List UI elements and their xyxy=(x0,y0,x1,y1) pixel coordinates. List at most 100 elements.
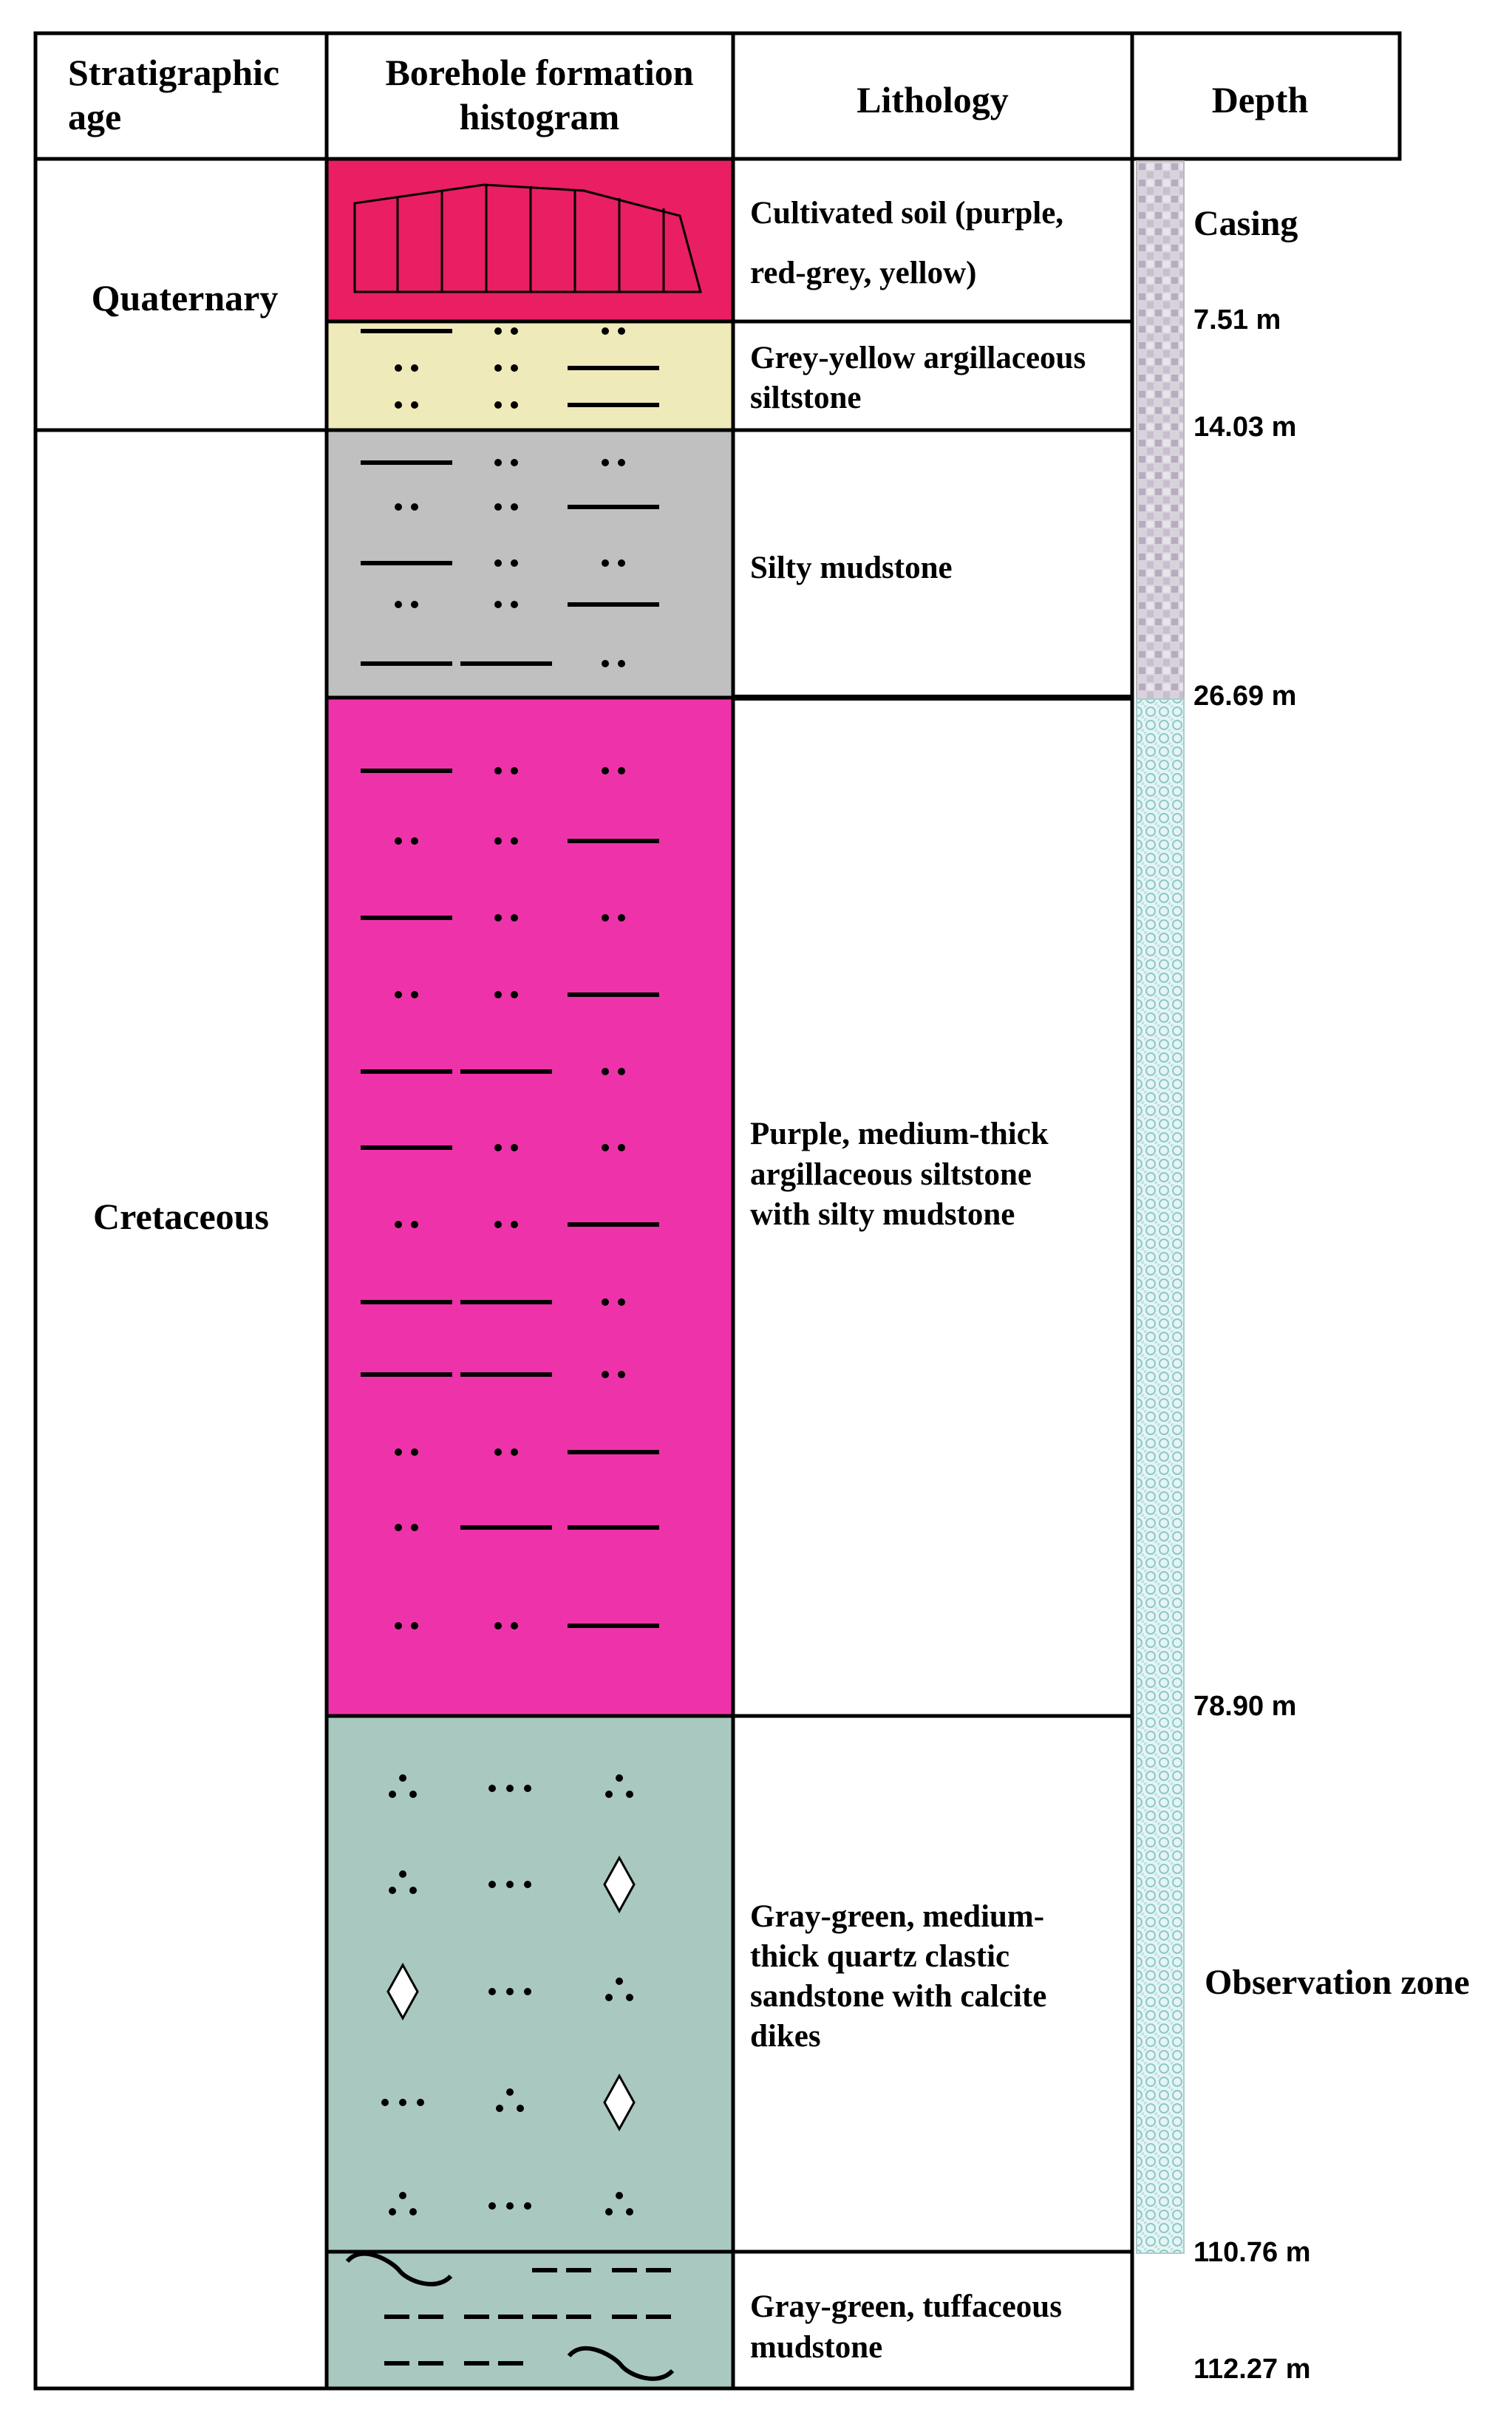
silt-dot-symbol xyxy=(602,914,609,922)
sand-grain-symbol xyxy=(626,1791,633,1798)
lithology-quartz-sandstone-line2: thick quartz clastic xyxy=(750,1939,1009,1974)
header-histogram-line1: Borehole formation xyxy=(385,52,693,93)
sand-grain-symbol xyxy=(488,1988,496,1995)
age-cell-cretaceous xyxy=(33,428,329,2391)
observation-section xyxy=(1136,698,1185,2254)
sand-grain-symbol xyxy=(506,2088,514,2096)
silt-dot-symbol xyxy=(602,1298,609,1306)
lithology-tuffaceous-mudstone-line1: Gray-green, tuffaceous xyxy=(750,2289,1062,2324)
silt-dot-symbol xyxy=(411,364,418,372)
lithology-soil-line2: red-grey, yellow) xyxy=(750,256,977,290)
sand-grain-symbol xyxy=(399,1870,406,1878)
soil-symbol xyxy=(353,183,702,293)
sand-grain-symbol xyxy=(399,1774,406,1782)
silt-dot-symbol xyxy=(494,559,502,567)
depth-label-2: 14.03 m xyxy=(1193,412,1296,443)
depth-label-6: 112.27 m xyxy=(1193,2354,1310,2385)
silt-dot-symbol xyxy=(494,1221,502,1228)
lithology-cell-tuffaceous-mudstone xyxy=(731,2250,1134,2391)
sand-grain-symbol xyxy=(616,1978,623,1985)
silt-dot-symbol xyxy=(618,767,625,774)
silt-dot-symbol xyxy=(618,327,625,335)
silt-dot-symbol xyxy=(494,601,502,608)
silt-dot-symbol xyxy=(395,837,402,845)
sand-grain-symbol xyxy=(605,1791,613,1798)
sand-grain-symbol xyxy=(417,2099,424,2106)
layer-fill-argillaceous-siltstone xyxy=(324,319,735,432)
sand-grain-symbol xyxy=(616,1774,623,1782)
sand-grain-symbol xyxy=(381,2099,389,2106)
sand-grain-symbol xyxy=(626,1994,633,2001)
silt-dot-symbol xyxy=(618,459,625,466)
lithology-quartz-sandstone-line3: sandstone with calcite xyxy=(750,1979,1046,2014)
lithology-soil-line1: Cultivated soil (purple, xyxy=(750,196,1063,231)
sand-grain-symbol xyxy=(506,1881,514,1888)
silt-dot-symbol xyxy=(395,401,402,409)
sand-grain-symbol xyxy=(616,2192,623,2199)
silt-dot-symbol xyxy=(411,401,418,409)
header-histogram-line2: histogram xyxy=(460,96,620,137)
tuffaceous-symbols xyxy=(345,2251,675,2381)
header-age-line2: age xyxy=(68,96,121,137)
silt-dot-symbol xyxy=(494,991,502,998)
siltstone-symbols xyxy=(361,327,659,1629)
silt-dot-symbol xyxy=(602,559,609,567)
silt-dot-symbol xyxy=(395,991,402,998)
silt-dot-symbol xyxy=(411,601,418,608)
silt-dot-symbol xyxy=(494,914,502,922)
silt-dot-symbol xyxy=(602,459,609,466)
observation-zone-label: Observation zone xyxy=(1205,1963,1470,2002)
silt-dot-symbol xyxy=(411,1221,418,1228)
sand-grain-symbol xyxy=(506,1988,514,1995)
sand-grain-symbol xyxy=(506,1785,514,1792)
age-label-cretaceous: Cretaceous xyxy=(93,1196,269,1237)
silt-dot-symbol xyxy=(494,364,502,372)
sand-grain-symbol xyxy=(517,2105,524,2112)
lithology-tuffaceous-mudstone-line2: mudstone xyxy=(750,2330,882,2365)
header-age-line1: Stratigraphic xyxy=(68,52,279,93)
silt-dot-symbol xyxy=(511,1622,518,1629)
sand-grain-symbol xyxy=(488,1785,496,1792)
silt-dot-symbol xyxy=(511,327,518,335)
tuff-swirl-symbol xyxy=(567,2346,675,2381)
silt-dot-symbol xyxy=(411,1448,418,1456)
silt-dot-symbol xyxy=(494,503,502,511)
lithology-quartz-sandstone-line1: Gray-green, medium- xyxy=(750,1899,1044,1934)
silt-dot-symbol xyxy=(494,837,502,845)
silt-dot-symbol xyxy=(618,1068,625,1075)
layer-fill-tuffaceous-mudstone xyxy=(324,2250,735,2391)
silt-dot-symbol xyxy=(395,1448,402,1456)
silt-dot-symbol xyxy=(494,1622,502,1629)
casing-label: Casing xyxy=(1193,204,1298,243)
lithology-cell-soil xyxy=(731,157,1134,324)
calcite-diamond-symbol xyxy=(603,1855,636,1914)
silt-dot-symbol xyxy=(618,559,625,567)
sand-grain-symbol xyxy=(409,2208,417,2216)
silt-dot-symbol xyxy=(494,1448,502,1456)
sand-grain-symbol xyxy=(506,2202,514,2210)
silt-dot-symbol xyxy=(602,660,609,667)
silt-dot-symbol xyxy=(395,1221,402,1228)
calcite-diamond-symbol xyxy=(603,2073,636,2132)
lithology-column: Cultivated soil (purple, red-grey, yello… xyxy=(731,157,1134,2391)
sand-grain-symbol xyxy=(488,2202,496,2210)
silt-dot-symbol xyxy=(511,401,518,409)
silt-dot-symbol xyxy=(511,364,518,372)
silt-dot-symbol xyxy=(618,1144,625,1151)
silt-dot-symbol xyxy=(494,459,502,466)
silt-dot-symbol xyxy=(511,1448,518,1456)
silt-dot-symbol xyxy=(618,1298,625,1306)
sand-grain-symbol xyxy=(496,2105,503,2112)
sandstone-symbols xyxy=(381,1774,636,2216)
sand-grain-symbol xyxy=(389,2208,396,2216)
silt-dot-symbol xyxy=(618,1371,625,1378)
depth-label-5: 110.76 m xyxy=(1193,2237,1310,2268)
lithology-silty-mudstone-line1: Silty mudstone xyxy=(750,551,953,585)
lithology-quartz-sandstone-line4: dikes xyxy=(750,2019,821,2054)
sand-grain-symbol xyxy=(399,2192,406,2199)
sand-grain-symbol xyxy=(389,1887,396,1894)
silt-dot-symbol xyxy=(511,914,518,922)
silt-dot-symbol xyxy=(602,767,609,774)
lithology-argillaceous-siltstone-line2: siltstone xyxy=(750,381,862,415)
